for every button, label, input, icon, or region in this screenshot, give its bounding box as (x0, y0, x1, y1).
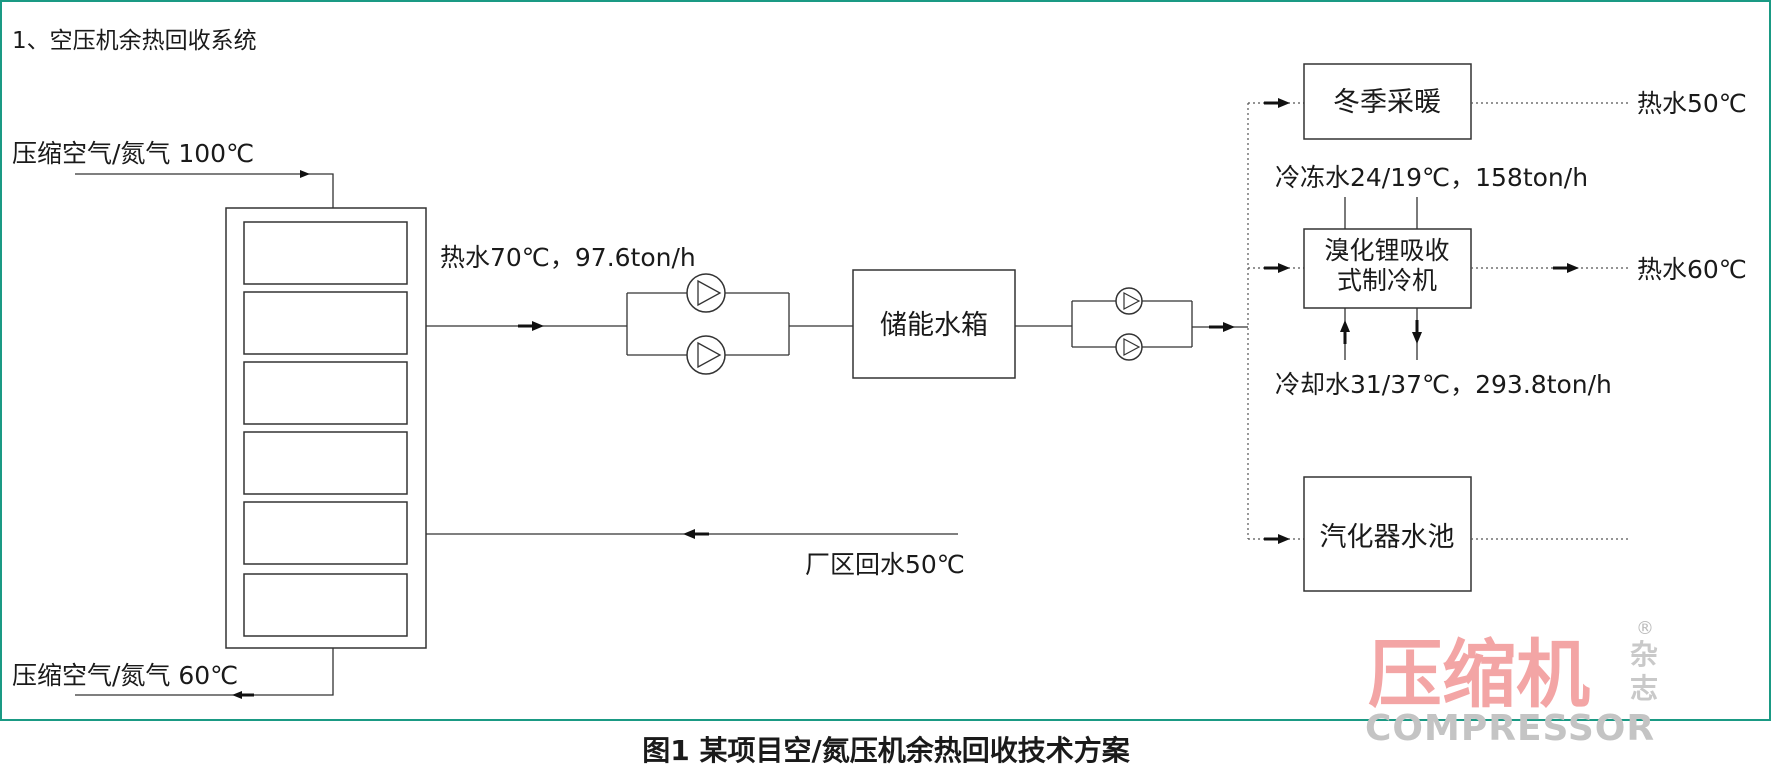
compressor-logo: 压缩机 杂 志 ® COMPRESSOR (1365, 618, 1658, 749)
chiller-label-line2: 式制冷机 (1337, 266, 1437, 295)
heat-exchanger-plate (243, 501, 408, 565)
cooling-water-lines (1344, 308, 1418, 360)
heat-exchanger-plate (243, 573, 408, 637)
winter-heating-box: 冬季采暖 (1303, 63, 1472, 140)
logo-chinese: 压缩机 (1368, 632, 1590, 718)
logo-english: COMPRESSOR (1365, 708, 1655, 749)
heat-exchanger-plate (243, 291, 408, 355)
logo-side-2: 志 (1630, 672, 1658, 705)
pump-icon (686, 273, 726, 313)
hot-water-supply-label: 热水70℃，97.6ton/h (440, 243, 696, 272)
pump-icon (1115, 287, 1143, 315)
supply-arrow-icon (532, 321, 544, 331)
inlet-line (75, 173, 334, 208)
heat-exchanger (225, 207, 427, 649)
distribution-arrow-icon (1223, 322, 1235, 332)
pump-group-1 (626, 273, 790, 375)
heat-exchanger-plate (243, 221, 408, 285)
storage-tank: 储能水箱 (852, 269, 1016, 379)
pump-icon (686, 335, 726, 375)
heating-label: 冬季采暖 (1333, 87, 1441, 118)
storage-tank-label: 储能水箱 (880, 310, 988, 341)
diagram-frame (0, 0, 1771, 721)
outlet-arrow-icon (232, 691, 242, 699)
cooling-up-arrow-icon (1340, 320, 1350, 332)
vaporizer-pool-box: 汽化器水池 (1303, 476, 1472, 592)
heat-exchanger-plate (243, 431, 408, 495)
chiller-out-label: 热水60℃ (1637, 255, 1747, 284)
inlet-arrow-icon (286, 170, 310, 178)
heat-exchanger-plate (243, 361, 408, 425)
chilled-water-lines (1344, 197, 1418, 229)
figure-caption: 图1 某项目空/氮压机余热回收技术方案 (642, 734, 1130, 767)
section-title: 1、空压机余热回收系统 (12, 28, 257, 54)
pump-icon (1115, 333, 1143, 361)
cooling-water-label: 冷却水31/37℃，293.8ton/h (1275, 370, 1612, 399)
outlet-line (75, 648, 334, 696)
logo-registered: ® (1636, 618, 1654, 639)
pump-group-2 (1071, 287, 1193, 361)
return-water-label: 厂区回水50℃ (805, 550, 965, 579)
vaporizer-arrow-icon (1278, 534, 1290, 544)
outlet-label: 压缩空气/氮气 60℃ (12, 661, 238, 690)
chiller-label-line1: 溴化锂吸收 (1324, 236, 1449, 265)
cooling-down-arrow-icon (1412, 332, 1422, 344)
logo-side-1: 杂 (1630, 638, 1658, 671)
chilled-water-label: 冷冻水24/19℃，158ton/h (1275, 163, 1588, 192)
chiller-arrow-icon (1278, 263, 1290, 273)
return-arrow-icon (683, 529, 695, 539)
vaporizer-pool-label: 汽化器水池 (1320, 522, 1455, 553)
chiller-out-arrow-icon (1567, 263, 1579, 273)
inlet-label: 压缩空气/氮气 100℃ (12, 139, 254, 168)
heating-arrow-icon (1278, 98, 1290, 108)
heating-out-label: 热水50℃ (1637, 89, 1747, 118)
absorption-chiller-box: 溴化锂吸收 式制冷机 (1303, 228, 1472, 309)
